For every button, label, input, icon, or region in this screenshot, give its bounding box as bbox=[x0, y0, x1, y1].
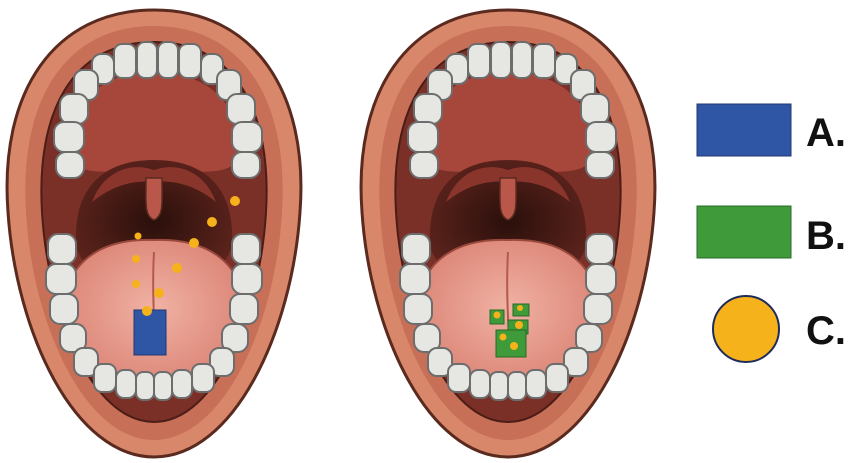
dot-on-blue-block bbox=[142, 306, 152, 316]
legend-item-a: A. bbox=[697, 104, 846, 156]
yellow-circle-swatch bbox=[713, 296, 779, 362]
green-rectangle-swatch bbox=[697, 206, 791, 258]
mouth-right bbox=[361, 10, 655, 457]
blue-rectangle-swatch bbox=[697, 104, 791, 156]
legend-label-b: B. bbox=[806, 214, 846, 258]
mouth-left bbox=[7, 10, 301, 457]
legend-label-a: A. bbox=[806, 111, 846, 155]
legend-label-c: C. bbox=[806, 309, 846, 353]
blue-block-on-tongue bbox=[134, 310, 166, 355]
legend: A. B. C. bbox=[697, 104, 846, 362]
legend-item-b: B. bbox=[697, 206, 846, 258]
legend-item-c: C. bbox=[713, 296, 846, 362]
